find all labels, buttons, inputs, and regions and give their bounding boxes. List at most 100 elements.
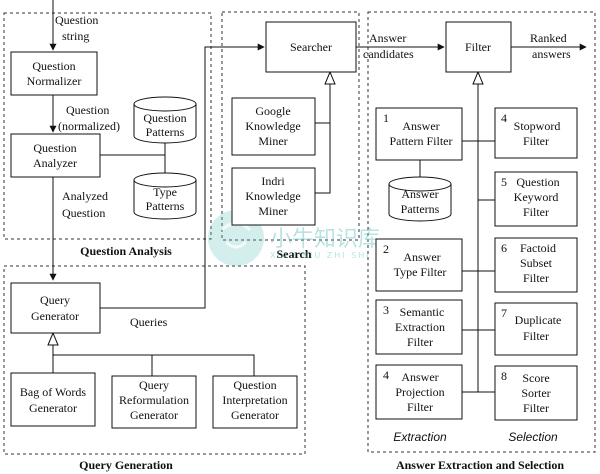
svg-text:Pattern Filter: Pattern Filter: [390, 134, 453, 148]
svg-text:Miner: Miner: [258, 134, 287, 148]
edge-analyzer-question-patterns: [100, 142, 166, 156]
svg-text:Normalizer: Normalizer: [27, 74, 82, 88]
label-ranked-answers-1: Ranked: [530, 31, 567, 45]
label-answer-candidates-2: candidates: [363, 47, 414, 61]
svg-text:Score: Score: [522, 371, 549, 385]
label-queries: Queries: [130, 315, 168, 329]
edge-google-miner: [315, 84, 331, 124]
label-question-normalized-2: (normalized): [58, 119, 120, 133]
stopword-filter-box: 4 Stopword Filter: [494, 107, 578, 159]
region-title-answer-extraction: Answer Extraction and Selection: [396, 458, 564, 472]
region-search: [221, 11, 360, 241]
region-title-query-generation: Query Generation: [79, 458, 173, 472]
answer-patterns-db: Answer Patterns: [388, 176, 452, 222]
svg-text:Patterns: Patterns: [146, 125, 185, 139]
edge-indri-miner: [315, 123, 331, 194]
label-question-string-2: string: [62, 29, 89, 43]
svg-text:Answer: Answer: [401, 187, 438, 201]
svg-text:Answer: Answer: [401, 370, 438, 384]
svg-text:Patterns: Patterns: [146, 199, 185, 213]
svg-text:7: 7: [501, 306, 507, 320]
duplicate-filter-box: 7 Duplicate Filter: [494, 302, 578, 356]
bag-of-words-generator-box: Bag of Words Generator: [10, 372, 96, 427]
edge-queries: [100, 43, 265, 309]
svg-text:Patterns: Patterns: [401, 202, 440, 216]
answer-pattern-filter-box: 1 Answer Pattern Filter: [375, 107, 463, 161]
svg-text:Generator: Generator: [29, 401, 77, 415]
label-analyzed-question-1: Analyzed: [62, 189, 108, 203]
label-question-string-1: Question: [55, 13, 98, 27]
svg-text:Interpretation: Interpretation: [222, 393, 287, 407]
svg-text:Type: Type: [153, 185, 177, 199]
svg-text:Filter: Filter: [407, 400, 433, 414]
svg-text:Indri: Indri: [261, 174, 285, 188]
query-generator-box: Query Generator: [10, 282, 101, 334]
svg-text:Subset: Subset: [520, 256, 553, 270]
svg-text:Filter: Filter: [523, 271, 549, 285]
svg-text:Filter: Filter: [407, 335, 433, 349]
svg-text:Filter: Filter: [465, 40, 491, 54]
svg-text:Query: Query: [40, 293, 70, 307]
column-label-selection: Selection: [508, 430, 558, 444]
svg-text:Question: Question: [233, 378, 276, 392]
svg-text:Filter: Filter: [523, 401, 549, 415]
svg-text:Stopword: Stopword: [514, 119, 561, 133]
svg-text:Filter: Filter: [523, 134, 549, 148]
searcher-box: Searcher: [265, 21, 357, 73]
type-patterns-db: Type Patterns: [133, 172, 197, 220]
region-title-search: Search: [276, 247, 311, 261]
svg-text:4: 4: [383, 368, 389, 382]
query-reformulation-generator-box: Query Reformulation Generator: [111, 375, 197, 429]
label-ranked-answers-2: answers: [532, 47, 571, 61]
svg-text:Google: Google: [255, 104, 290, 118]
svg-text:Type Filter: Type Filter: [394, 265, 447, 279]
filter-box: Filter: [445, 21, 512, 73]
watermark-subtext: XIAO NIU ZHI SHI KU: [270, 251, 390, 260]
factoid-subset-filter-box: 6 Factoid Subset Filter: [494, 237, 578, 293]
watermark-text: 小牛知识库: [270, 227, 380, 252]
inheritance-triangle-searcher: [324, 70, 336, 85]
label-question-normalized-1: Question: [66, 103, 109, 117]
svg-text:Filter: Filter: [523, 205, 549, 219]
region-title-question-analysis: Question Analysis: [80, 244, 172, 258]
svg-text:Knowledge: Knowledge: [245, 119, 300, 133]
label-analyzed-question-2: Question: [62, 206, 105, 220]
svg-text:Knowledge: Knowledge: [245, 189, 300, 203]
svg-text:Question: Question: [516, 175, 559, 189]
inheritance-triangle-query-generator: [47, 331, 59, 346]
svg-text:Miner: Miner: [258, 204, 287, 218]
indri-miner-box: Indri Knowledge Miner: [231, 167, 316, 226]
svg-text:5: 5: [501, 175, 507, 189]
svg-text:Semantic: Semantic: [400, 305, 445, 319]
svg-text:Query: Query: [139, 378, 169, 392]
svg-text:Projection: Projection: [395, 385, 444, 399]
svg-text:1: 1: [383, 111, 389, 125]
svg-text:Sorter: Sorter: [521, 386, 550, 400]
svg-text:Filter: Filter: [523, 329, 549, 343]
svg-text:Searcher: Searcher: [290, 40, 332, 54]
question-patterns-db: Question Patterns: [133, 96, 197, 144]
svg-text:Question: Question: [143, 111, 186, 125]
svg-text:Answer: Answer: [403, 250, 440, 264]
question-normalizer-box: Question Normalizer: [10, 51, 98, 96]
svg-text:Question: Question: [32, 59, 75, 73]
svg-text:Generator: Generator: [231, 408, 279, 422]
question-keyword-filter-box: 5 Question Keyword Filter: [494, 171, 578, 227]
inheritance-triangle-filter: [472, 70, 484, 85]
svg-text:6: 6: [501, 241, 507, 255]
svg-text:8: 8: [501, 369, 507, 383]
google-miner-box: Google Knowledge Miner: [231, 97, 316, 156]
semantic-extraction-filter-box: 3 Semantic Extraction Filter: [375, 299, 463, 355]
svg-text:Reformulation: Reformulation: [119, 393, 189, 407]
score-sorter-filter-box: 8 Score Sorter Filter: [494, 365, 578, 421]
svg-text:Keyword: Keyword: [514, 190, 559, 204]
question-interpretation-generator-box: Question Interpretation Generator: [212, 375, 298, 429]
answer-type-filter-box: 2 Answer Type Filter: [375, 238, 463, 292]
svg-text:Duplicate: Duplicate: [515, 313, 562, 327]
question-analyzer-box: Question Analyzer: [10, 133, 101, 178]
svg-text:Generator: Generator: [31, 309, 79, 323]
answer-projection-filter-box: 4 Answer Projection Filter: [375, 364, 463, 420]
column-label-extraction: Extraction: [393, 430, 447, 444]
svg-text:2: 2: [383, 242, 389, 256]
